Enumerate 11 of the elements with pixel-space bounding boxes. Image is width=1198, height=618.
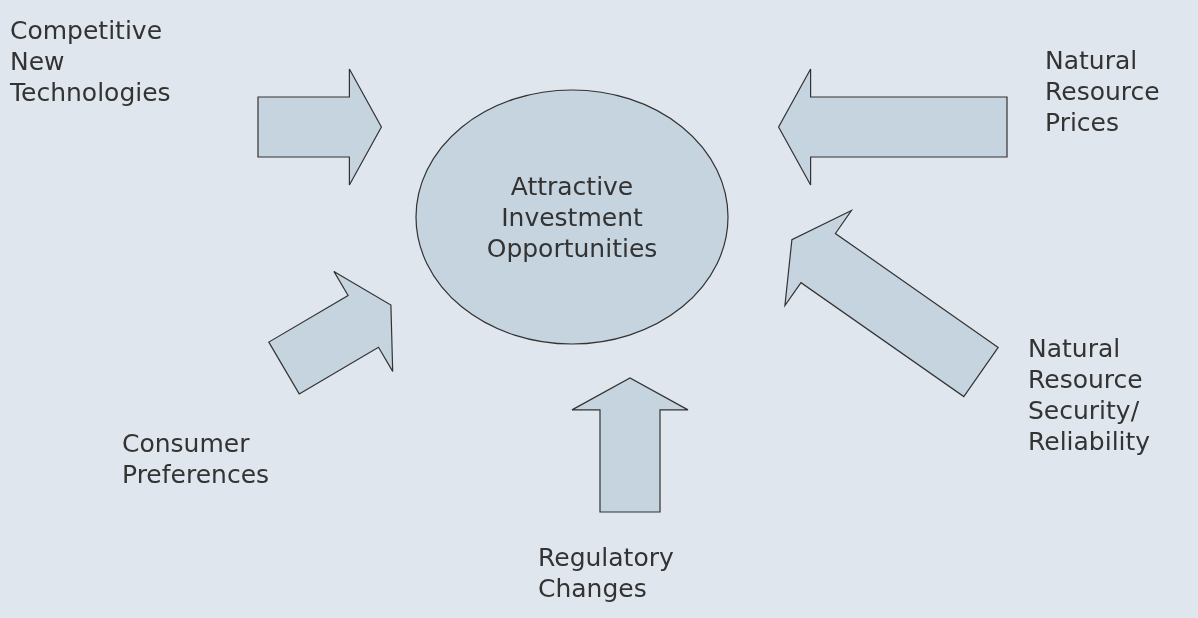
factor-label: Regulatory Changes <box>538 542 723 618</box>
factor-label: Natural Resource Security/ Reliability <box>1028 333 1188 483</box>
factor-label: Competitive New Technologies <box>10 15 215 135</box>
factor-label: Natural Resource Prices <box>1045 45 1195 157</box>
block-arrow <box>257 68 383 186</box>
block-arrow <box>571 377 689 513</box>
block-arrow <box>777 68 1008 186</box>
ellipse-node: Attractive Investment Opportunities <box>415 89 729 345</box>
factor-label: Consumer Preferences <box>122 428 317 506</box>
block-arrow <box>267 270 394 395</box>
block-arrow <box>784 208 1000 398</box>
